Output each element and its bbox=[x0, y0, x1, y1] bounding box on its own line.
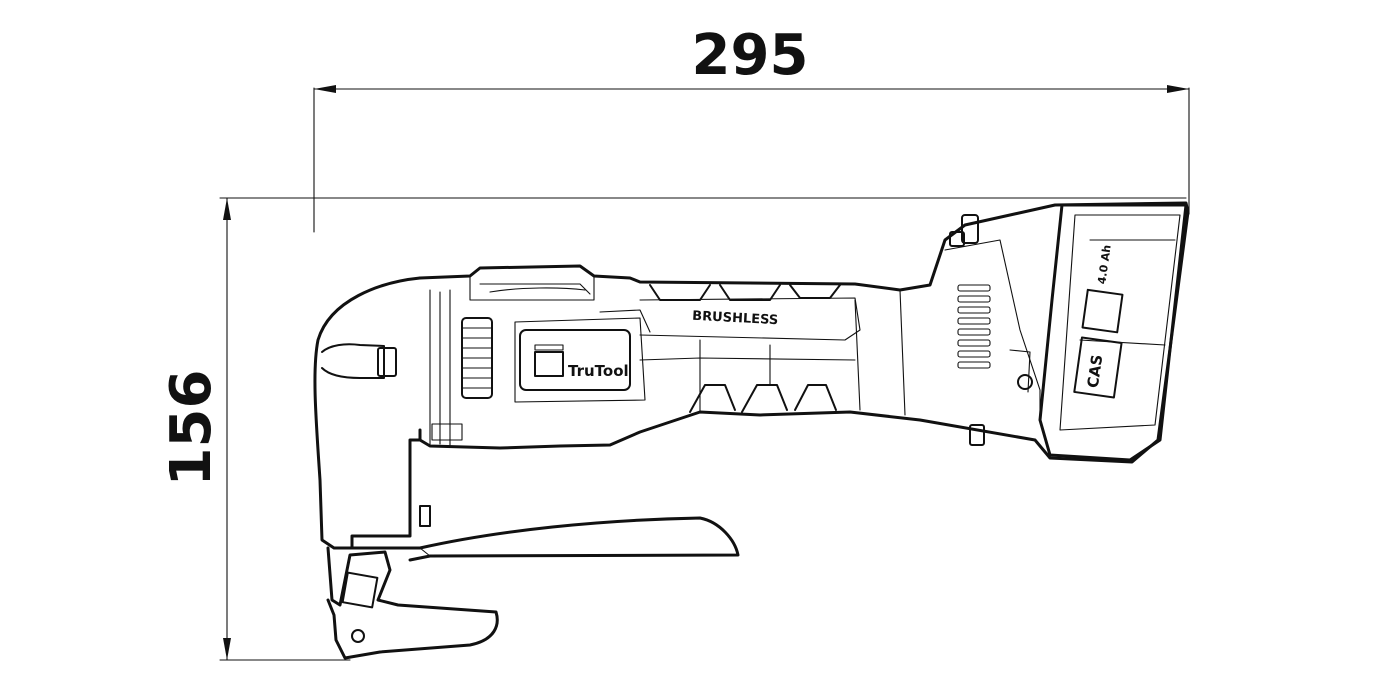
grip-ridge-top-3 bbox=[789, 284, 841, 299]
battery-screw bbox=[1017, 374, 1033, 390]
cutter-pivot-screw bbox=[351, 629, 365, 643]
body-seam-3 bbox=[854, 299, 861, 411]
battery-guide bbox=[1009, 349, 1031, 393]
width-arrow-left bbox=[314, 85, 336, 93]
tool-head-outline bbox=[313, 276, 422, 550]
head-clip-tab bbox=[377, 347, 397, 377]
grip-ridge-top-1 bbox=[649, 284, 711, 301]
grip-ridge-bottom-2 bbox=[741, 384, 788, 413]
vent-slots bbox=[957, 284, 991, 369]
grip-ridge-bottom-1 bbox=[689, 384, 736, 413]
top-ridge-curve bbox=[489, 287, 586, 293]
grip-ridge-bottom-3 bbox=[794, 384, 837, 411]
brand-logo-bar bbox=[534, 344, 564, 351]
neck-lines bbox=[429, 289, 451, 447]
battery-system-label: CAS bbox=[1084, 354, 1106, 390]
adjustment-wheel bbox=[461, 317, 493, 399]
height-arrow-top bbox=[223, 198, 231, 220]
cutter-block bbox=[341, 571, 379, 609]
brand-label: TruTool bbox=[568, 362, 629, 380]
cutter-bolt bbox=[419, 505, 431, 527]
body-seam-4 bbox=[899, 289, 906, 416]
height-dimension-label: 156 bbox=[159, 370, 224, 487]
battery-pack: CAS 4.0 Ah bbox=[1038, 203, 1188, 462]
front-housing-outline bbox=[418, 201, 1190, 464]
cutter-assembly bbox=[326, 505, 740, 660]
height-arrow-bottom bbox=[223, 638, 231, 660]
body-panel-upper bbox=[639, 297, 861, 341]
brand-plate bbox=[519, 329, 631, 391]
body-mid-line bbox=[639, 357, 856, 361]
brand-logo-box bbox=[534, 351, 564, 377]
power-shear-drawing: BRUSHLESS TruTool bbox=[313, 201, 1190, 660]
top-ridge-inner bbox=[479, 283, 591, 295]
battery-capacity-label: 4.0 Ah bbox=[1095, 244, 1113, 285]
height-dimension: 156 bbox=[159, 197, 1187, 661]
head-clip bbox=[321, 343, 385, 379]
width-arrow-right bbox=[1167, 85, 1189, 93]
cutter-blade-upper bbox=[350, 516, 740, 562]
width-dimension-label: 295 bbox=[692, 23, 809, 88]
cutter-blade-tip bbox=[419, 547, 431, 557]
width-dimension: 295 bbox=[313, 23, 1190, 233]
neck-clamp bbox=[431, 423, 463, 441]
battery-latch bbox=[949, 214, 985, 446]
brand-panel-frame bbox=[514, 317, 646, 403]
brushless-label: BRUSHLESS bbox=[692, 309, 779, 328]
grip-ridge-top-2 bbox=[719, 284, 781, 301]
battery-mount-edge bbox=[944, 239, 1041, 421]
top-ridge bbox=[469, 275, 595, 301]
body-panel-seam bbox=[599, 309, 651, 333]
